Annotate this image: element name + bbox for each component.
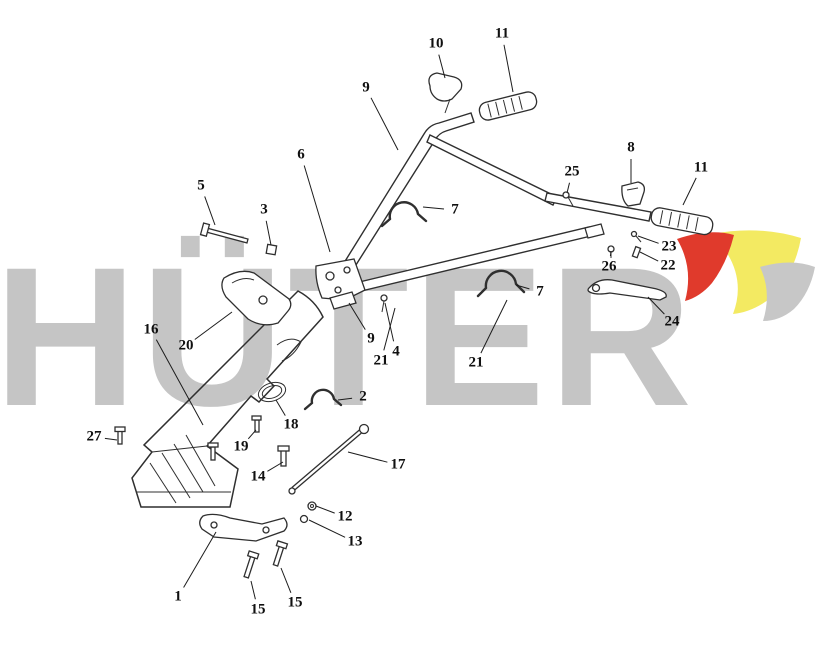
right-handlebar-tube <box>544 192 652 222</box>
leader-line-9 <box>370 97 399 151</box>
small-hook <box>303 388 343 411</box>
leader-line-15 <box>280 567 292 593</box>
screw-15-left <box>243 550 260 579</box>
diagonal-brace-tube <box>426 134 558 206</box>
band-clamp <box>257 381 287 403</box>
leader-line-24 <box>647 296 665 315</box>
leader-line-10 <box>438 54 446 79</box>
lever-clamp <box>621 181 646 207</box>
nut-3 <box>265 243 278 256</box>
main-body <box>131 290 324 508</box>
control-lever <box>587 279 667 301</box>
leader-line-22 <box>639 251 659 262</box>
lower-handlebar-tube <box>350 226 592 294</box>
handle-grip-right <box>650 207 714 236</box>
leader-line-5 <box>204 196 216 226</box>
leader-line-4 <box>384 302 395 342</box>
leader-line-1 <box>183 531 217 588</box>
leader-line-21 <box>383 307 396 351</box>
pin-22 <box>631 245 642 259</box>
leader-line-9 <box>348 302 366 330</box>
spring-hook-lower <box>476 269 526 298</box>
leader-lines <box>104 44 697 600</box>
handlebar-mount-bracket <box>315 258 366 301</box>
leader-line-7 <box>422 206 445 210</box>
support-bracket <box>221 270 292 326</box>
leader-line-15 <box>250 580 256 600</box>
bolt-14 <box>277 445 290 467</box>
leader-line-11 <box>503 44 514 93</box>
leader-line-2 <box>337 397 353 401</box>
leader-line-26 <box>609 250 612 257</box>
leader-line-6 <box>303 165 331 253</box>
screw-27 <box>114 426 126 445</box>
tension-rod <box>288 423 370 495</box>
brand-logo <box>677 230 815 321</box>
bolt-25 <box>562 191 574 207</box>
leader-line-27 <box>104 437 118 441</box>
spring-hook-upper <box>380 201 428 228</box>
bolt-4 <box>380 294 388 313</box>
bolt-23 <box>630 230 642 243</box>
leader-line-13 <box>308 519 346 538</box>
leader-line-17 <box>347 451 388 463</box>
leader-line-7 <box>515 284 530 290</box>
screw-15-right <box>272 540 289 567</box>
throttle-lever <box>428 72 463 114</box>
tube-end-clamp <box>584 223 605 239</box>
leader-line-21 <box>480 299 508 354</box>
leader-line-11 <box>682 177 697 206</box>
leader-line-18 <box>275 399 286 416</box>
leader-line-23 <box>637 235 659 244</box>
handle-grip-top <box>478 91 538 121</box>
fasteners <box>114 191 642 579</box>
washer-13 <box>299 514 309 524</box>
leader-line-20 <box>194 311 233 340</box>
lower-mount-plate <box>199 513 288 542</box>
long-pin <box>199 222 249 244</box>
leader-line-25 <box>566 182 570 194</box>
screw-extra <box>207 442 219 461</box>
leader-line-3 <box>265 220 272 246</box>
leader-line-14 <box>267 461 284 472</box>
bolt-19 <box>251 415 262 433</box>
leader-line-12 <box>315 505 335 514</box>
leader-line-16 <box>155 339 204 426</box>
handlebar-assembly <box>315 112 652 310</box>
leader-line-19 <box>247 429 257 440</box>
nut-12 <box>307 501 317 511</box>
